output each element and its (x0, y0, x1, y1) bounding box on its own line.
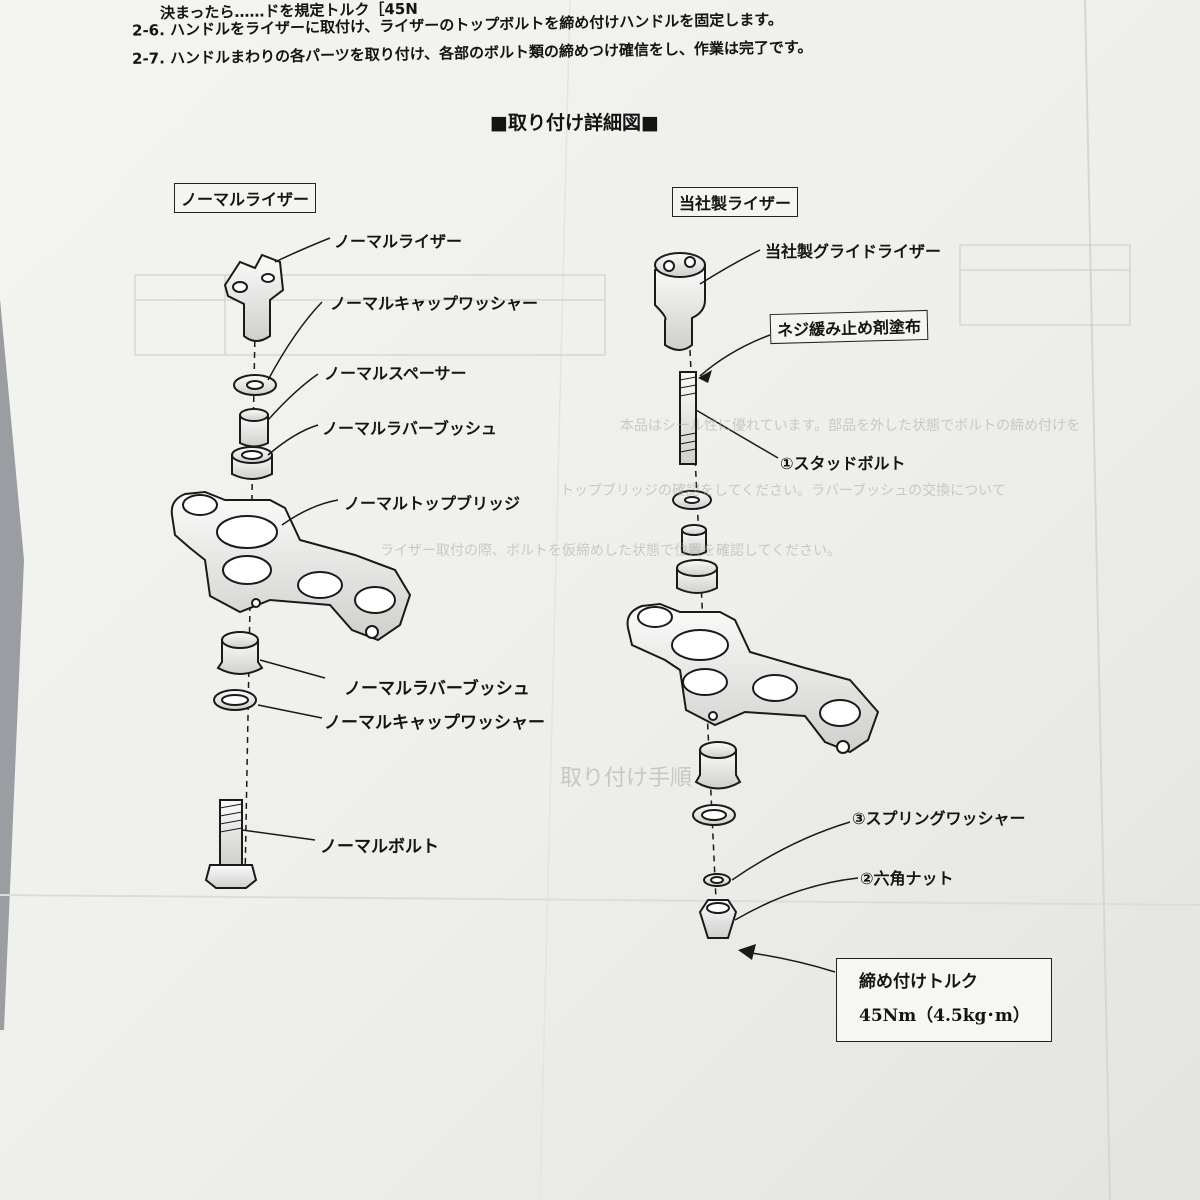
label-normal-rubber-bush-top: ノーマルラバーブッシュ (322, 419, 497, 438)
right-exploded-diagram (626, 252, 880, 939)
torque-callout-box: 締め付けトルク 45Nm（4.5kg･m） (836, 958, 1052, 1042)
ghost-text-1: 本品はシール性に優れています。部品を外した状態でボルトの締め付けを (620, 418, 1081, 434)
right-diagram-heading: 当社製ライザー (672, 187, 799, 217)
thread-lock-arrowhead (698, 370, 712, 383)
ghost-text-4: 取り付け手順 (560, 766, 693, 791)
label-normal-rubber-bush-bottom: ノーマルラバーブッシュ (344, 679, 530, 699)
label-hex-nut: ②六角ナット (860, 869, 954, 888)
fold-crease-vertical (1084, 0, 1111, 1200)
left-leader-lines (241, 237, 339, 841)
ghost-text-2: トップブリッジの確認をしてください。ラバーブッシュの交換について (560, 483, 1006, 499)
label-spring-washer: ③スプリングワッシャー (852, 809, 1026, 828)
label-normal-top-bridge: ノーマルトップブリッジ (344, 494, 521, 513)
fold-crease-horizontal (0, 894, 1200, 906)
label-glide-riser: 当社製グライドライザー (765, 242, 942, 261)
ghost-text-3: ライザー取付の際、ボルトを仮締めした状態で位置を確認してください。 (380, 543, 842, 559)
left-exploded-diagram (170, 253, 412, 889)
fold-crease-vertical-2 (539, 0, 571, 1200)
label-normal-bolt: ノーマルボルト (320, 837, 439, 857)
torque-arrowhead (738, 944, 756, 960)
torque-title: 締め付けトルク (859, 972, 978, 992)
label-thread-lock: ネジ緩み止め剤塗布 (769, 309, 929, 345)
ghost-table (134, 244, 1131, 356)
left-diagram-heading: ノーマルライザー (174, 183, 317, 213)
label-normal-cap-washer-top: ノーマルキャップワッシャー (330, 294, 539, 313)
label-stud-bolt: ①スタッドボルト (780, 454, 906, 473)
label-normal-spacer: ノーマルスペーサー (324, 364, 467, 383)
left-background-strip (0, 300, 24, 1030)
label-normal-cap-washer-bottom: ノーマルキャップワッシャー (324, 713, 545, 733)
section-title: ■取り付け詳細図■ (490, 112, 659, 134)
torque-value: 45Nm（4.5kg･m） (859, 1006, 1030, 1026)
label-normal-riser: ノーマルライザー (334, 232, 463, 251)
